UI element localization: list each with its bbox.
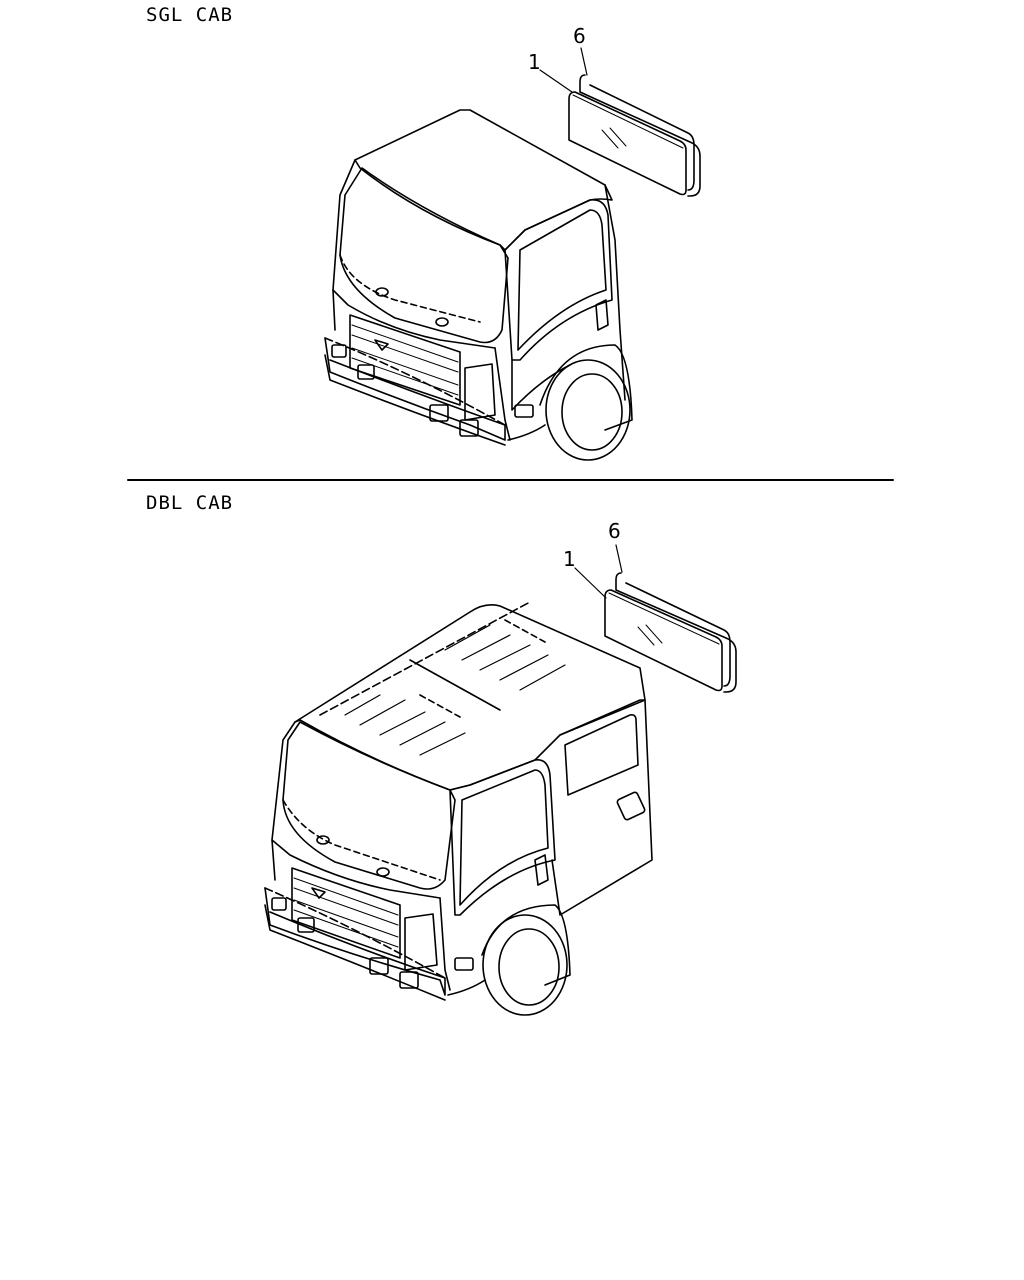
dbl-callout-1: 1 bbox=[563, 547, 576, 571]
sgl-cab-truck bbox=[324, 109, 633, 461]
sgl-leader-lines bbox=[539, 47, 588, 93]
dbl-glass-part-1 bbox=[604, 589, 723, 692]
section-title-sgl-cab: SGL CAB bbox=[146, 4, 234, 26]
dbl-glass-part-6 bbox=[615, 572, 737, 693]
dbl-leader-lines bbox=[574, 544, 623, 599]
sgl-glass-part-1 bbox=[568, 91, 687, 196]
dbl-cab-truck bbox=[264, 601, 653, 1016]
sgl-callout-1: 1 bbox=[528, 50, 541, 74]
sgl-glass-part-6 bbox=[579, 74, 701, 197]
section-title-dbl-cab: DBL CAB bbox=[146, 492, 234, 514]
sgl-callout-6: 6 bbox=[573, 24, 586, 48]
dbl-callout-6: 6 bbox=[608, 519, 621, 543]
